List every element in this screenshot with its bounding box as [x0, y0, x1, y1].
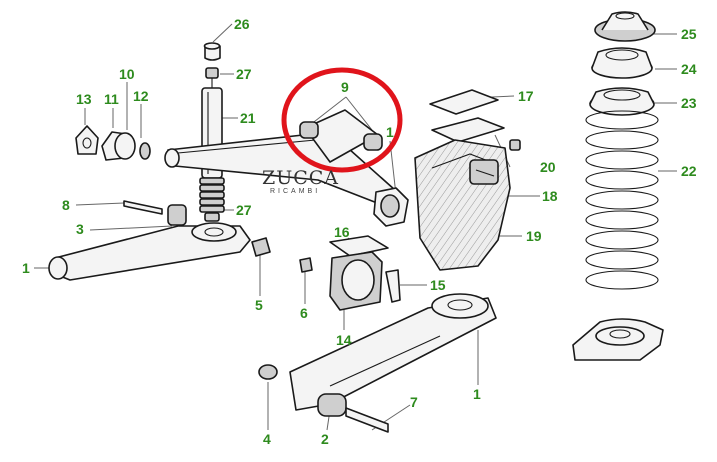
- callout-19: 19: [526, 228, 542, 244]
- callout-9: 9: [341, 79, 349, 95]
- chassis-bracket: [414, 89, 521, 271]
- callout-14: 14: [336, 332, 352, 348]
- upper-arm-assembly: [75, 109, 409, 227]
- callout-25: 25: [681, 26, 697, 42]
- callout-5: 5: [255, 297, 263, 313]
- callout-26: 26: [234, 16, 250, 32]
- callout-24: 24: [681, 61, 697, 77]
- watermark-logo: ZUCCA: [262, 167, 340, 189]
- callout-27-top: 27: [236, 66, 252, 82]
- callout-6: 6: [300, 305, 308, 321]
- callout-15: 15: [430, 277, 446, 293]
- shock-absorber: [199, 42, 225, 222]
- callout-3: 3: [76, 221, 84, 237]
- callout-4: 4: [263, 431, 271, 447]
- callout-20: 20: [540, 159, 556, 175]
- callout-13: 13: [76, 91, 92, 107]
- callout-17: 17: [518, 88, 534, 104]
- callout-16: 16: [334, 224, 350, 240]
- callout-10: 10: [119, 66, 135, 82]
- callout-22: 22: [681, 163, 697, 179]
- callout-2: 2: [321, 431, 329, 447]
- highlight-ring: [281, 67, 403, 173]
- callout-1-rear: 1: [473, 386, 481, 402]
- callout-27-bottom: 27: [236, 202, 252, 218]
- rear-lower-arm: [258, 293, 497, 433]
- callout-1-front: 1: [22, 260, 30, 276]
- bushing-assembly: [329, 235, 401, 311]
- front-lower-arm: [48, 200, 313, 281]
- callout-1-upper: 1: [386, 124, 394, 140]
- callout-12: 12: [133, 88, 149, 104]
- callout-18: 18: [542, 188, 558, 204]
- callout-21: 21: [240, 110, 256, 126]
- callout-11: 11: [104, 91, 119, 107]
- callout-7: 7: [410, 394, 418, 410]
- spring-assembly: [572, 11, 664, 361]
- watermark-tagline: RICAMBI: [270, 188, 321, 195]
- callout-8: 8: [62, 197, 70, 213]
- callout-23: 23: [681, 95, 697, 111]
